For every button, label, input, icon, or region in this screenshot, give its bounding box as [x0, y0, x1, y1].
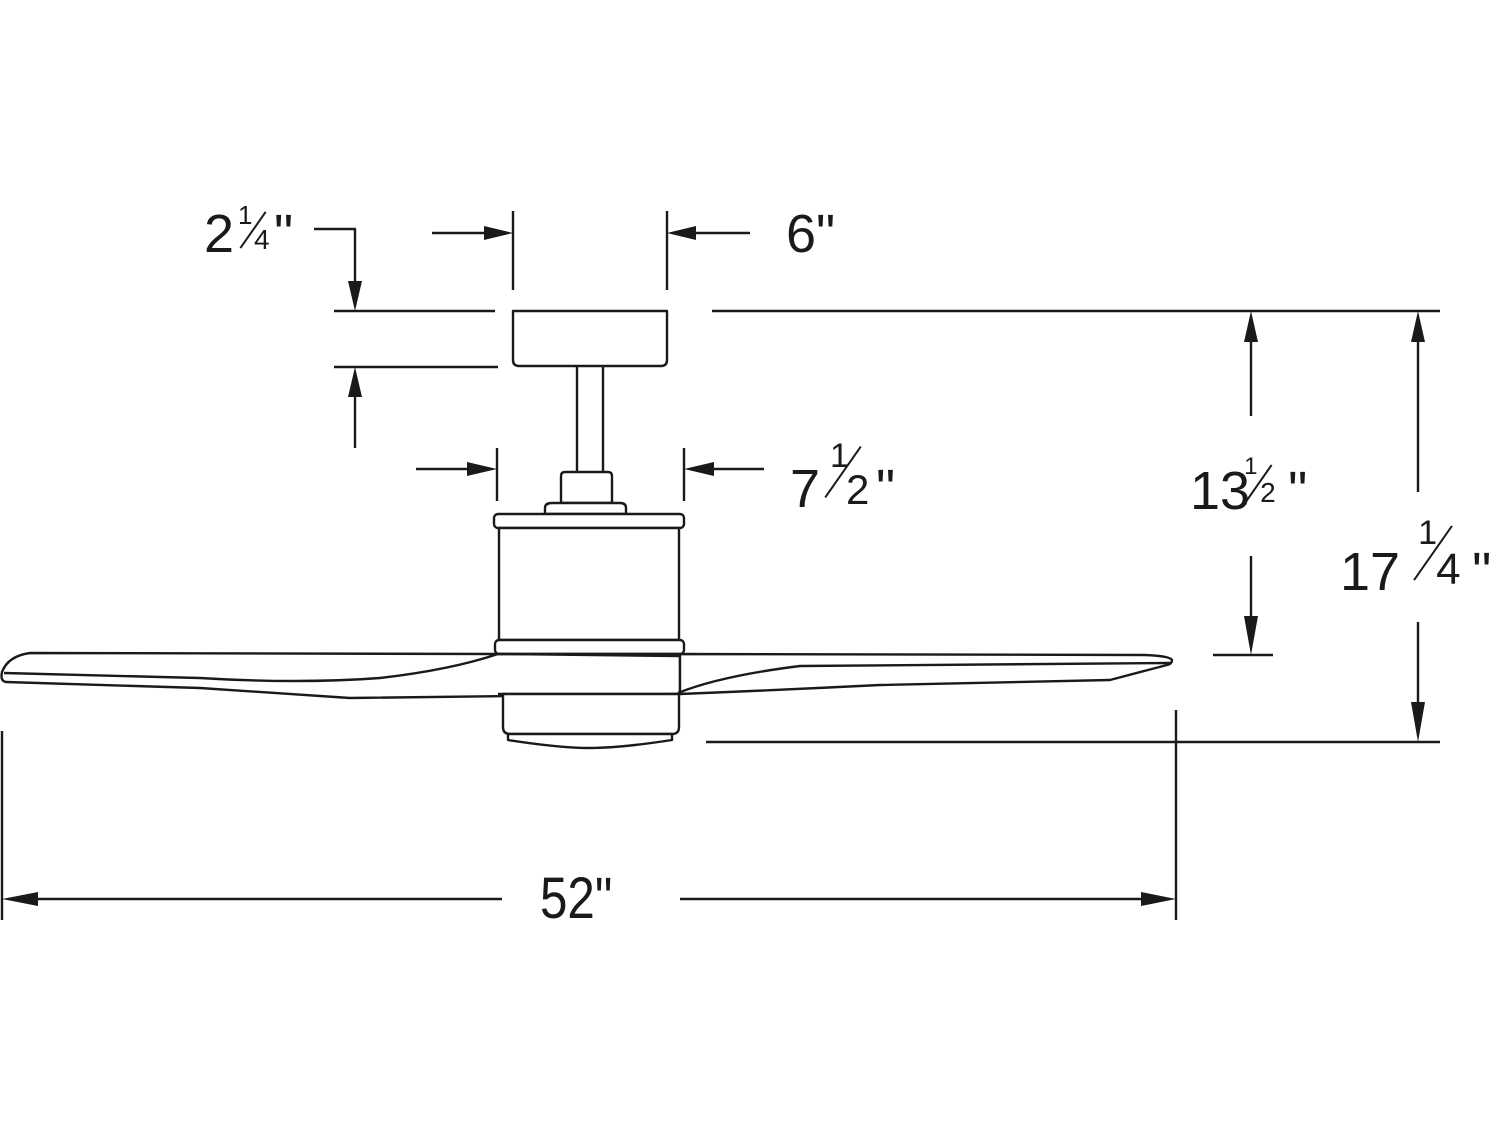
right-blade	[677, 652, 1174, 696]
label-unit: "	[1472, 542, 1492, 602]
label-unit: "	[1288, 461, 1308, 521]
label-canopy-width: 6"	[786, 204, 836, 264]
motor-collar	[543, 470, 628, 516]
fraction-numerator: 1	[1418, 514, 1437, 552]
label-unit: "	[274, 204, 294, 264]
label-blade-span: 52"	[540, 866, 613, 931]
fraction-denominator: 2	[1260, 477, 1276, 508]
fraction-numerator: 1	[830, 437, 849, 475]
dim-blade-span	[0, 710, 1178, 920]
fraction-denominator: 4	[254, 224, 270, 255]
label-whole: 13	[1190, 461, 1251, 521]
label-whole: 2	[204, 204, 235, 264]
label-unit: "	[876, 459, 896, 519]
label-whole: 17	[1340, 542, 1401, 602]
canopy	[511, 309, 669, 368]
dim-canopy-height	[314, 227, 498, 448]
label-whole: 7	[790, 459, 821, 519]
light-kit	[501, 692, 681, 750]
motor-housing	[492, 512, 686, 656]
dim-canopy-width	[432, 211, 750, 290]
downrod	[575, 366, 605, 473]
fraction-numerator: 1	[238, 200, 253, 230]
fraction-numerator: 1	[1244, 453, 1258, 480]
left-blade	[0, 651, 682, 700]
fraction-denominator: 4	[1436, 545, 1461, 594]
dim-vertical-heights	[706, 309, 1440, 744]
fraction-denominator: 2	[846, 466, 870, 513]
dim-motor-width	[416, 448, 764, 501]
